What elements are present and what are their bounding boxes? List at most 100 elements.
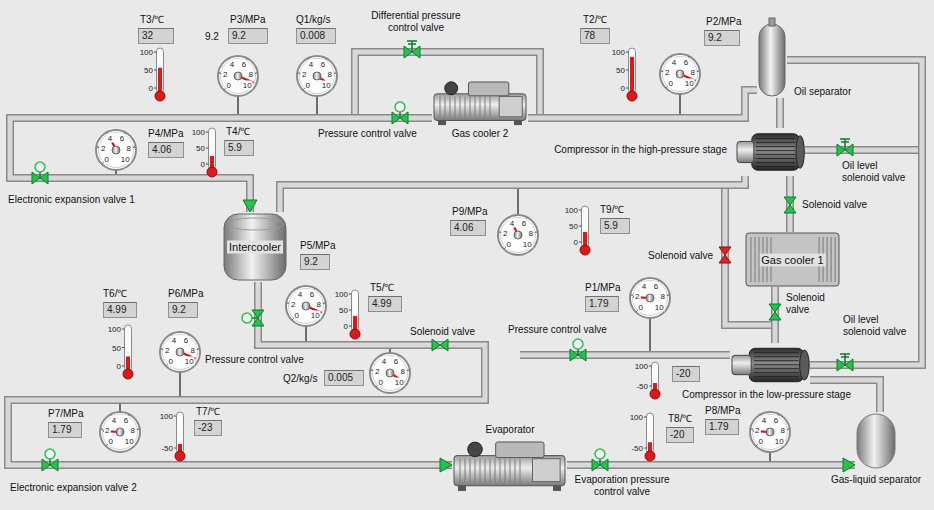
thermometer-tick: [649, 386, 652, 387]
gauge-scale-number: 6: [521, 219, 527, 228]
gauge-tick: [255, 72, 257, 73]
equipment-illustration: [855, 412, 897, 470]
thermometer-tick: [644, 417, 647, 418]
text-label: Pressure control valve: [318, 128, 417, 140]
gauge-face: [498, 215, 538, 255]
value-display: 1.79: [705, 419, 739, 435]
gauge-scale-number: 8: [327, 69, 333, 78]
gauge-scale-number: 6: [119, 134, 125, 143]
thermometer-tube: [652, 362, 659, 392]
drawing-part: [732, 355, 751, 374]
drawing-part: [475, 459, 476, 483]
gauge-tick: [499, 231, 501, 232]
pipe: [787, 60, 922, 365]
value-display: 1.79: [48, 422, 82, 438]
value-display: 4.06: [148, 142, 184, 158]
gauge-face: [660, 54, 700, 94]
valve-half: [570, 349, 578, 361]
gauge-tick: [97, 146, 99, 147]
drawing-part: [749, 348, 803, 381]
drawing-part: [490, 459, 491, 483]
gauge-ring: [103, 415, 138, 450]
gauge-scale-number: 10: [184, 357, 195, 366]
text-label: P7/MPa: [48, 408, 84, 420]
drawing-part: [445, 82, 458, 95]
thermometer: [644, 413, 655, 461]
drawing-part: [756, 158, 795, 159]
thermometer-bulb: [627, 91, 637, 101]
text-label: Solenoid valve: [648, 250, 713, 262]
thermometer-scale-number: 100: [159, 412, 174, 421]
drawing-part: [460, 97, 461, 118]
thermometer-tick: [154, 70, 157, 71]
drawing-part: [468, 442, 483, 457]
thermometer-tick: [206, 164, 209, 165]
gauge-tick: [137, 428, 139, 429]
gauge-scale-number: 2: [502, 228, 508, 237]
valve-handle: [840, 139, 850, 150]
pressure-gauge: [96, 130, 136, 170]
gauge-scale-number: 6: [683, 58, 689, 67]
thermometer-scale-number: -50: [160, 444, 174, 453]
text-label: Pressure control valve: [205, 354, 304, 366]
text-label: T4/℃: [226, 126, 250, 138]
drawing-part: [746, 233, 839, 286]
gauge-scale-number: 6: [309, 290, 315, 299]
gauge-tick: [697, 70, 699, 71]
gauge-scale-number: 4: [308, 60, 314, 69]
valve-stem: [39, 172, 41, 178]
pressure-gauge: [660, 54, 700, 94]
value-display: 0.005: [324, 370, 364, 386]
text-label: T5/℃: [370, 282, 394, 294]
gauge-ring: [289, 289, 324, 324]
value-display: 4.06: [450, 220, 486, 236]
text-label: Pressure control valve: [508, 324, 607, 336]
drawing-part: [754, 368, 799, 369]
equipment-name: Gas cooler 1: [759, 253, 825, 266]
text-label: P1/MPa: [585, 282, 621, 294]
value-display: 1.79: [585, 296, 619, 312]
pressure-gauge: [750, 412, 790, 452]
valve-half: [50, 459, 58, 471]
pipe: [528, 90, 757, 118]
equipment-illustration: [735, 128, 805, 176]
drawing-part: [510, 459, 511, 483]
thermometer-scale-number: 50: [195, 144, 206, 153]
thermometer-tube: [209, 128, 216, 170]
drawing-part: [514, 120, 522, 125]
thermometer: [174, 412, 185, 461]
drawing-part: [756, 154, 795, 155]
drawing-part: [470, 459, 471, 483]
drawing-part: [475, 97, 476, 118]
gauge-knob: [116, 428, 124, 436]
gauge-face: [286, 286, 326, 326]
valve-actuator: [573, 339, 583, 349]
value-display: -23: [194, 420, 222, 436]
text-label: P8/MPa: [705, 405, 741, 417]
gauge-tick: [751, 428, 753, 429]
drawing-part: [470, 97, 471, 118]
thermometer-scale-number: 100: [564, 206, 579, 215]
gauge-scale-number: 0: [168, 357, 174, 366]
valve-symbol: [769, 304, 781, 320]
equipment-illustration: [730, 343, 810, 387]
gauge-face: [750, 412, 790, 452]
valve-symbol: [837, 354, 853, 371]
text-label: P6/MPa: [168, 288, 204, 300]
gauge-scale-number: 4: [381, 357, 387, 366]
drawing-part: [226, 218, 284, 230]
thermometer-bulb: [650, 389, 660, 399]
gauge-ring: [163, 335, 198, 370]
valve-half: [719, 255, 731, 263]
value-display: 9.2: [704, 30, 740, 46]
pressure-gauge: [297, 56, 337, 96]
equipment-node: Compressor in the low-pressure stage: [730, 343, 810, 387]
gauge-scale-number: 10: [321, 81, 332, 90]
flow-arrow: [843, 458, 855, 472]
drawing-part: [480, 97, 481, 118]
drawing-part: [490, 97, 491, 118]
gauge-scale-number: 6: [123, 416, 129, 425]
gauge-tick: [133, 146, 135, 147]
gauge-scale-number: 8: [190, 345, 196, 354]
valve-stem: [252, 317, 258, 319]
